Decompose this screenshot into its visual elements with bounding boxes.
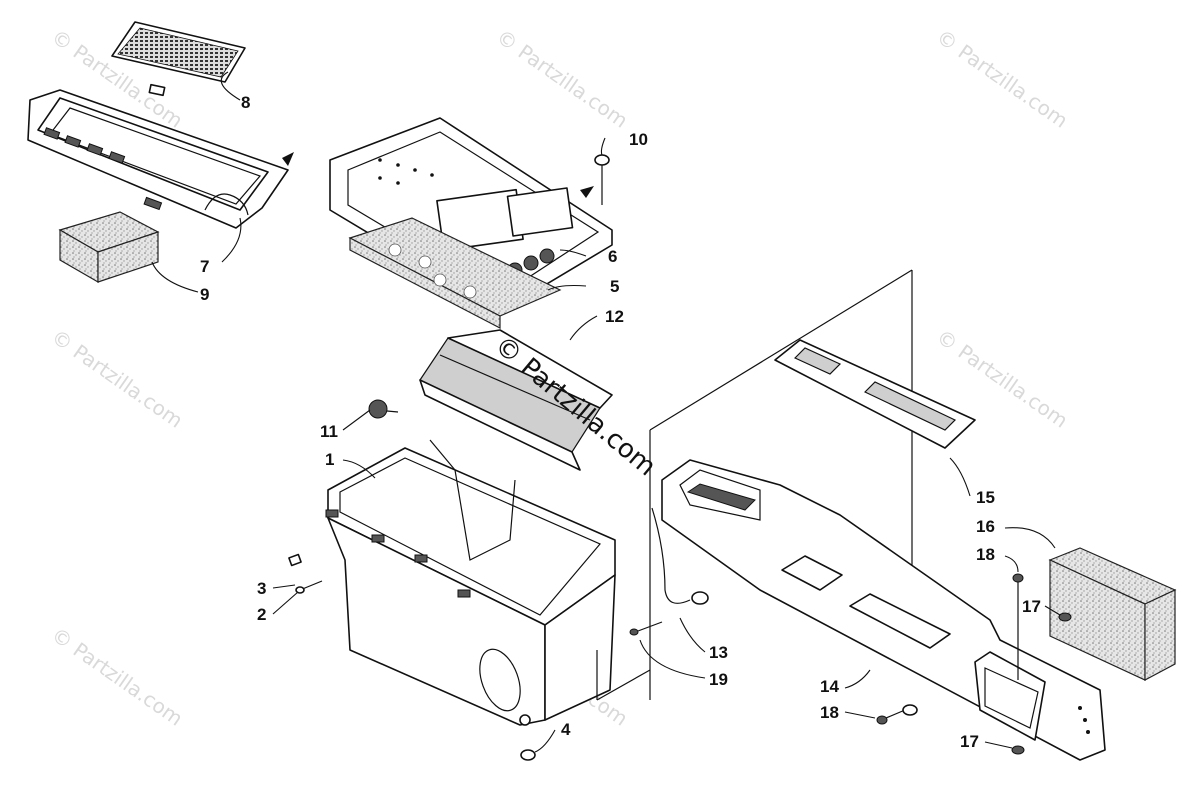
callout-18-upper: 18 [976,545,995,564]
part-12-duct [419,329,613,471]
callout-9: 9 [200,285,209,304]
part-18-screw-lower [876,704,918,725]
part-7-lid [27,89,294,229]
part-17-nut-upper [1058,612,1072,622]
watermark-text: © Partzilla.com [47,622,187,730]
callout-5: 5 [610,277,619,296]
part-2-screw [295,580,323,594]
part-9-foam [58,211,160,284]
callout-16: 16 [976,517,995,536]
callout-15: 15 [976,488,995,507]
callout-19: 19 [709,670,728,689]
callout-17-lower: 17 [960,732,979,751]
part-4-grommet [520,749,536,761]
part-14-console [661,459,1106,761]
callout-18-lower: 18 [820,703,839,722]
callout-1: 1 [325,450,334,469]
callouts: 8 7 9 10 6 5 12 11 1 3 2 4 13 19 14 18 1… [200,93,1041,751]
callout-7: 7 [200,257,209,276]
callout-leaders [151,71,1061,753]
watermark-text: © Partzilla.com [492,24,632,132]
callout-17-upper: 17 [1022,597,1041,616]
part-3-clip [288,553,302,567]
part-18-screw-upper [1012,573,1024,680]
part-5-foam-pad [348,217,562,329]
callout-6: 6 [608,247,617,266]
part-16-foam [1048,547,1177,681]
callout-14: 14 [820,677,839,696]
watermark-text: © Partzilla.com [932,24,1072,132]
part-19-screw [629,621,663,636]
callout-13: 13 [709,643,728,662]
callout-8: 8 [241,93,250,112]
part-13-rod [651,507,709,605]
callout-2: 2 [257,605,266,624]
part-15-gasket [774,339,976,449]
callout-11: 11 [320,422,338,441]
part-8-grille [111,21,246,97]
watermark-text: © Partzilla.com [47,324,187,432]
part-17-nut-lower [1011,745,1025,755]
callout-10: 10 [629,130,648,149]
callout-3: 3 [257,579,266,598]
callout-4: 4 [561,720,571,739]
part-10-screw [594,154,610,205]
part-1-airbox [325,439,616,726]
part-6-tray [329,117,613,313]
part-11-plug [368,399,399,419]
callout-12: 12 [605,307,624,326]
